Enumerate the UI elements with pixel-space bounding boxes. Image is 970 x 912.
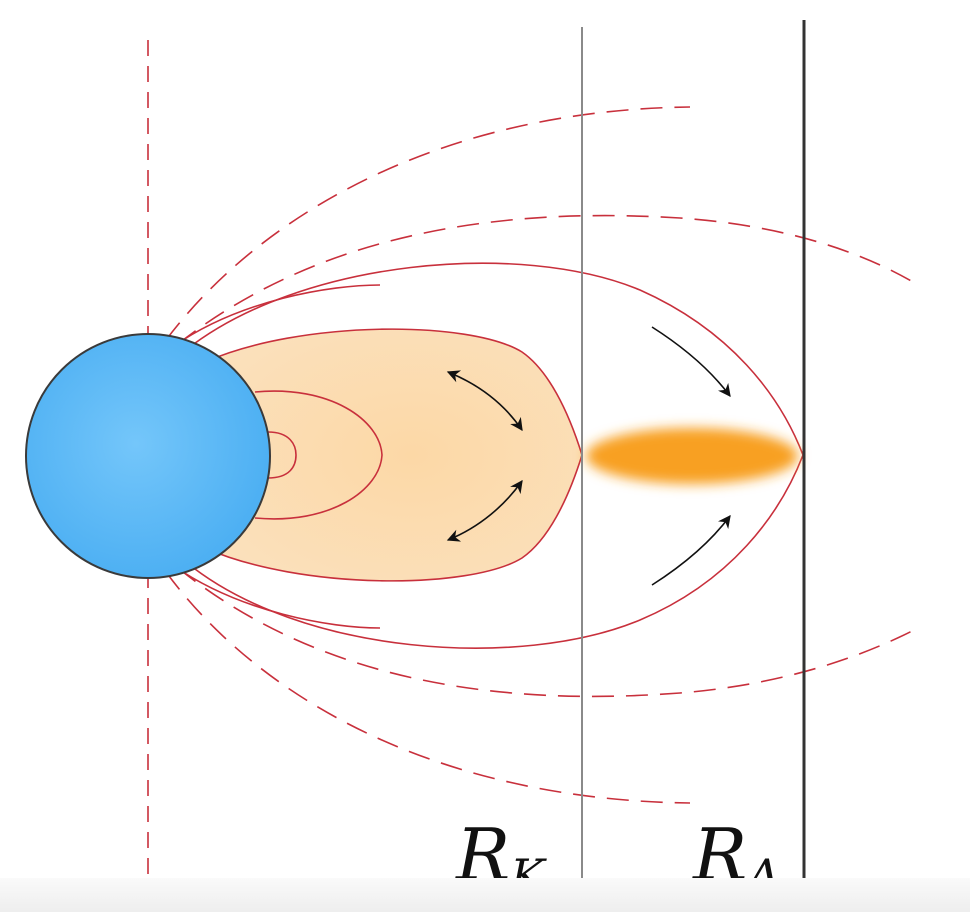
- closed-field-line-lower-inner: [173, 565, 381, 629]
- curved-arrow-icon: [446, 370, 523, 432]
- curved-arrow-icon: [446, 479, 523, 542]
- open-field-line-lower-1: [165, 571, 691, 804]
- curved-arrow-icon: [651, 326, 731, 398]
- outflow-arrows: [651, 326, 731, 586]
- closed-field-lines: [173, 262, 804, 649]
- curved-arrow-icon: [651, 514, 731, 586]
- closed-field-line-lower-outer: [185, 454, 804, 649]
- open-field-line-upper-1: [165, 106, 691, 341]
- star: [25, 333, 271, 579]
- inner-loop-large: [254, 390, 383, 520]
- disk-flow-arrows: [446, 370, 523, 542]
- open-field-line-lower-2: [177, 567, 919, 698]
- footer-strip: [0, 878, 970, 912]
- open-field-line-upper-2: [177, 214, 919, 345]
- closed-field-line-upper-outer: [185, 262, 804, 456]
- closed-field-line-upper-inner: [173, 284, 381, 347]
- open-field-lines: [165, 106, 919, 804]
- accretion-cloud: [586, 428, 798, 484]
- inner-loop-small: [267, 431, 297, 479]
